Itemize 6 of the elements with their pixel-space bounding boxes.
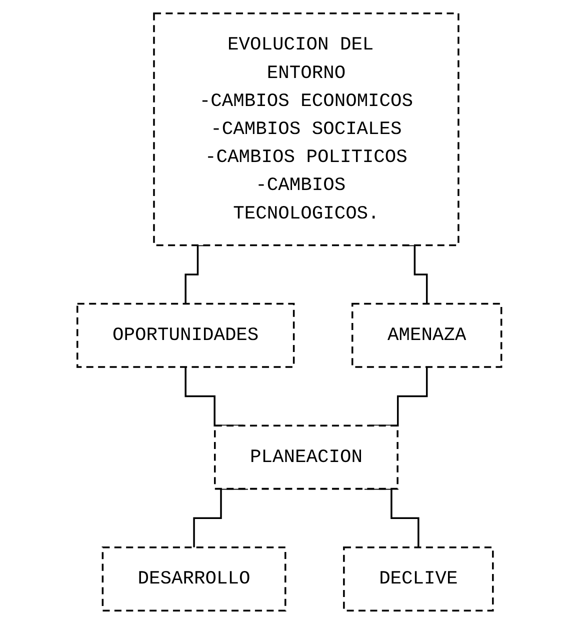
node-box: AMENAZA bbox=[351, 302, 502, 368]
node-box: PLANEACION bbox=[214, 424, 398, 490]
node-box: EVOLUCION DEL ENTORNO -CAMBIOS ECONOMICOS -CAMBIOS SOCIALES -CAMBIOS POLITICOS -CAMBIOS TECNOLOGICOS. bbox=[152, 12, 459, 246]
node-box: DECLIVE bbox=[342, 546, 494, 612]
node-box: OPORTUNIDADES bbox=[76, 302, 294, 368]
node-box: DESARROLLO bbox=[101, 546, 286, 612]
